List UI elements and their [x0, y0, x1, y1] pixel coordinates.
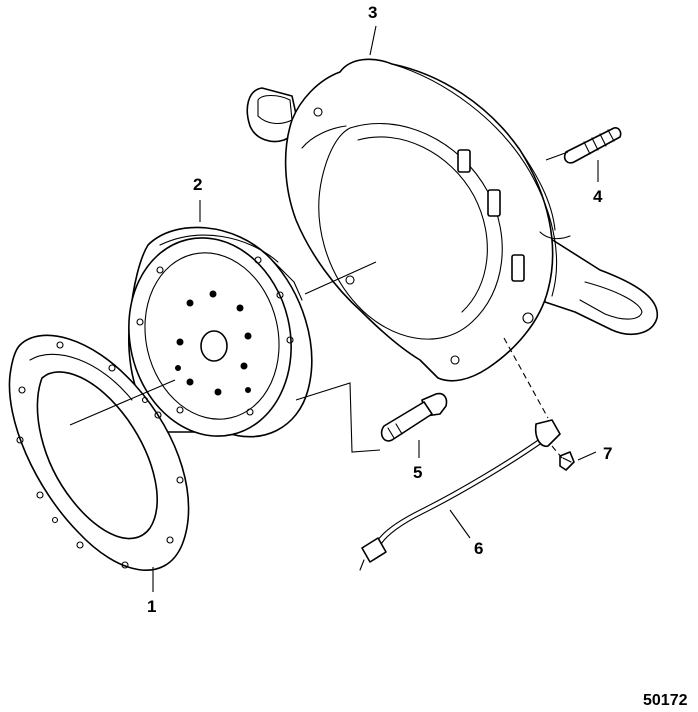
callout-1: 1 [147, 597, 156, 616]
ring-plate [8, 334, 190, 571]
reference-number: 50172 [643, 692, 688, 709]
bolt [380, 392, 448, 442]
flywheel-housing [246, 58, 659, 382]
callout-6: 6 [474, 539, 483, 558]
screw [559, 451, 575, 471]
stud [563, 127, 622, 164]
callout-7: 7 [603, 444, 612, 463]
sensor-with-cable [359, 419, 561, 571]
flywheel [127, 226, 313, 438]
callout-3: 3 [368, 3, 377, 22]
callout-2: 2 [193, 175, 202, 194]
callout-5: 5 [413, 463, 422, 482]
leader-lines [69, 25, 599, 592]
callout-4: 4 [593, 187, 603, 206]
callouts: 1 2 3 4 5 6 7 [147, 3, 612, 616]
